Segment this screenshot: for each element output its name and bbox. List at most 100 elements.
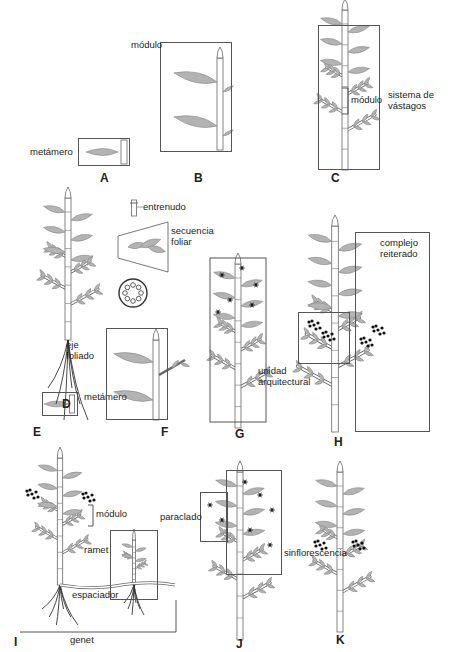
stem-node bbox=[332, 404, 339, 405]
fruit-dot bbox=[328, 338, 331, 341]
leaf bbox=[70, 211, 93, 222]
fruit-dot bbox=[354, 539, 357, 542]
leaf bbox=[173, 112, 218, 131]
apical-bud bbox=[57, 447, 62, 458]
stem bbox=[133, 540, 136, 585]
cross-section-icon bbox=[119, 279, 147, 307]
plant-illustration bbox=[313, 0, 380, 170]
fruit-dot bbox=[318, 543, 321, 546]
fruit-dot bbox=[321, 331, 324, 334]
leaf bbox=[65, 521, 74, 526]
leaf bbox=[214, 360, 223, 366]
leaf bbox=[179, 362, 189, 368]
fruit-dot bbox=[25, 489, 28, 492]
section-outline bbox=[119, 279, 147, 307]
leaf bbox=[113, 349, 154, 366]
leaf bbox=[62, 489, 82, 498]
leaf bbox=[213, 312, 236, 321]
stem-node bbox=[342, 86, 348, 87]
leaf bbox=[342, 506, 365, 516]
plant-illustration bbox=[292, 215, 385, 432]
box-label: sistema de vástagos bbox=[388, 90, 446, 111]
stem-node bbox=[65, 285, 71, 286]
leaf bbox=[38, 531, 47, 536]
leaf bbox=[140, 565, 145, 568]
outline-box: paraclado bbox=[200, 492, 228, 542]
apical-bud bbox=[337, 461, 343, 472]
leaf bbox=[320, 36, 343, 46]
leaf bbox=[315, 498, 338, 508]
leaf bbox=[80, 265, 89, 271]
leaf bbox=[208, 566, 217, 572]
outline-box: eje foliado bbox=[106, 328, 168, 420]
vascular-bundle bbox=[125, 285, 130, 290]
leaf bbox=[364, 83, 373, 89]
stem bbox=[342, 10, 348, 170]
leaf bbox=[362, 120, 371, 126]
leaf bbox=[43, 203, 66, 214]
stem-node bbox=[337, 527, 343, 528]
fruit-dot bbox=[88, 499, 91, 502]
stem-node bbox=[235, 363, 241, 364]
fruit-dot bbox=[359, 337, 362, 340]
outline-box: unidad arquitectural bbox=[298, 312, 350, 364]
leaf bbox=[353, 125, 362, 131]
leaf bbox=[366, 577, 375, 583]
leaf bbox=[240, 298, 263, 308]
inflorescence-star bbox=[241, 266, 244, 271]
panel-letter: E bbox=[33, 426, 41, 439]
box-label: paraclado bbox=[160, 512, 202, 523]
leaf bbox=[348, 587, 357, 593]
leaf bbox=[314, 379, 324, 385]
stem-node bbox=[342, 65, 348, 66]
fruit-dot bbox=[34, 490, 37, 493]
leaf bbox=[320, 67, 329, 73]
inflorescence-star bbox=[244, 480, 247, 485]
plant-illustration bbox=[36, 187, 103, 420]
inflorescence-star bbox=[269, 543, 272, 548]
module-bracket bbox=[88, 505, 93, 526]
stem-node bbox=[235, 278, 241, 279]
fruit-dot bbox=[362, 336, 365, 339]
fruit-dot bbox=[380, 326, 383, 329]
panel-letter: H bbox=[334, 436, 343, 449]
root bbox=[56, 585, 60, 625]
inflorescence-star bbox=[221, 273, 224, 278]
root bbox=[132, 585, 134, 615]
leafy-axis-illustration bbox=[113, 329, 190, 420]
stem-node bbox=[57, 519, 62, 520]
metamer-illustration bbox=[86, 140, 127, 164]
vascular-bundle bbox=[131, 283, 136, 288]
leaf bbox=[323, 570, 332, 576]
panel-letter: B bbox=[194, 172, 203, 185]
stem-node bbox=[342, 128, 348, 129]
leaf bbox=[248, 593, 257, 599]
leaf bbox=[45, 535, 54, 540]
stem-node bbox=[237, 596, 243, 597]
box-label: metámero bbox=[30, 147, 73, 158]
inflorescence-star bbox=[221, 518, 224, 523]
stem-node bbox=[57, 486, 62, 487]
panel-letter: K bbox=[336, 634, 345, 647]
leaf bbox=[222, 129, 234, 138]
branch bbox=[60, 539, 87, 554]
stem-node bbox=[235, 406, 241, 407]
module-bracket bbox=[342, 88, 348, 114]
leaf bbox=[43, 246, 66, 255]
stem-node bbox=[237, 530, 243, 531]
leaf bbox=[173, 68, 218, 87]
stem-node bbox=[342, 44, 348, 45]
branch-core bbox=[319, 99, 345, 113]
stem-node bbox=[133, 547, 136, 548]
stem-node bbox=[337, 590, 343, 591]
stem-node bbox=[133, 557, 136, 558]
part-label: genet bbox=[70, 635, 94, 646]
branch-core bbox=[345, 115, 375, 132]
plant-illustration bbox=[206, 253, 273, 428]
stem-node bbox=[237, 508, 243, 509]
fruit-dot bbox=[352, 544, 355, 547]
stem-node bbox=[57, 552, 62, 553]
stem-node bbox=[237, 552, 243, 553]
inflorescence-star bbox=[255, 283, 258, 288]
